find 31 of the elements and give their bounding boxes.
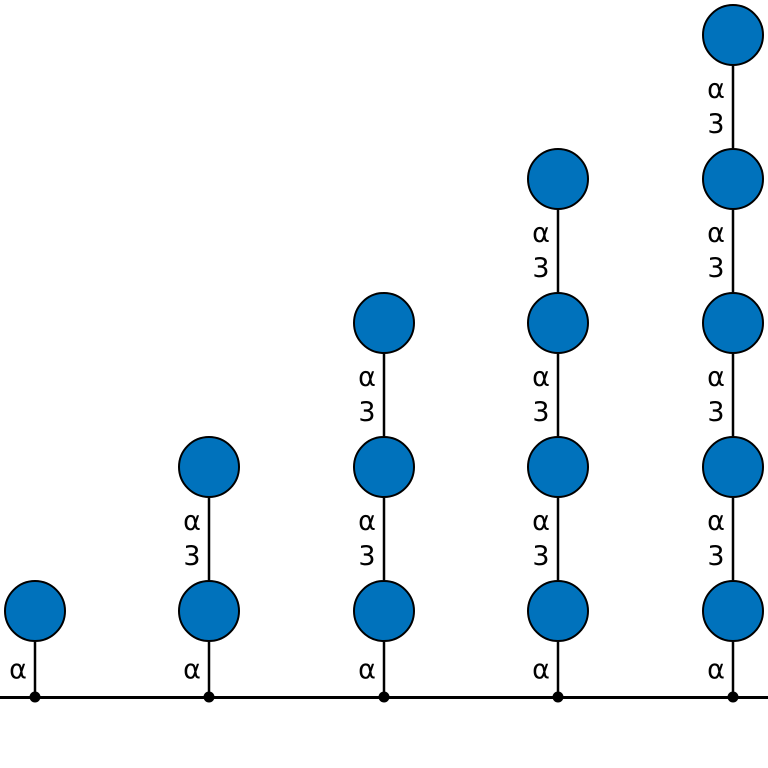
edge-label: α xyxy=(706,653,726,687)
baseline xyxy=(0,696,768,698)
connector-line xyxy=(556,498,560,580)
connector-line xyxy=(728,642,738,702)
edge-label: α 3 xyxy=(706,361,726,430)
edge-label: α 3 xyxy=(706,505,726,574)
connector-line xyxy=(30,642,40,702)
connector-line xyxy=(382,498,386,580)
edge-label: α 3 xyxy=(357,505,377,574)
connector-line xyxy=(552,642,564,702)
edge-label: α xyxy=(357,653,377,687)
connector-line xyxy=(378,642,390,702)
connector-line xyxy=(208,498,210,580)
connector-line xyxy=(732,354,734,436)
connector-line xyxy=(556,354,560,436)
edge-label: α 3 xyxy=(357,361,377,430)
edge-label: α xyxy=(531,653,551,687)
edge-label: α 3 xyxy=(182,505,202,574)
edge-label: α 3 xyxy=(531,505,551,574)
edge-label: α xyxy=(8,653,28,687)
edge-label: α 3 xyxy=(531,361,551,430)
connector-line xyxy=(204,642,214,702)
edge-label: α 3 xyxy=(531,217,551,286)
connector-line xyxy=(556,210,560,292)
connector-line xyxy=(732,66,734,148)
edge-label: α xyxy=(182,653,202,687)
edge-label: α 3 xyxy=(706,217,726,286)
connector-line xyxy=(732,498,734,580)
connector-line xyxy=(382,354,386,436)
connector-line xyxy=(732,210,734,292)
edge-label: α 3 xyxy=(706,73,726,142)
